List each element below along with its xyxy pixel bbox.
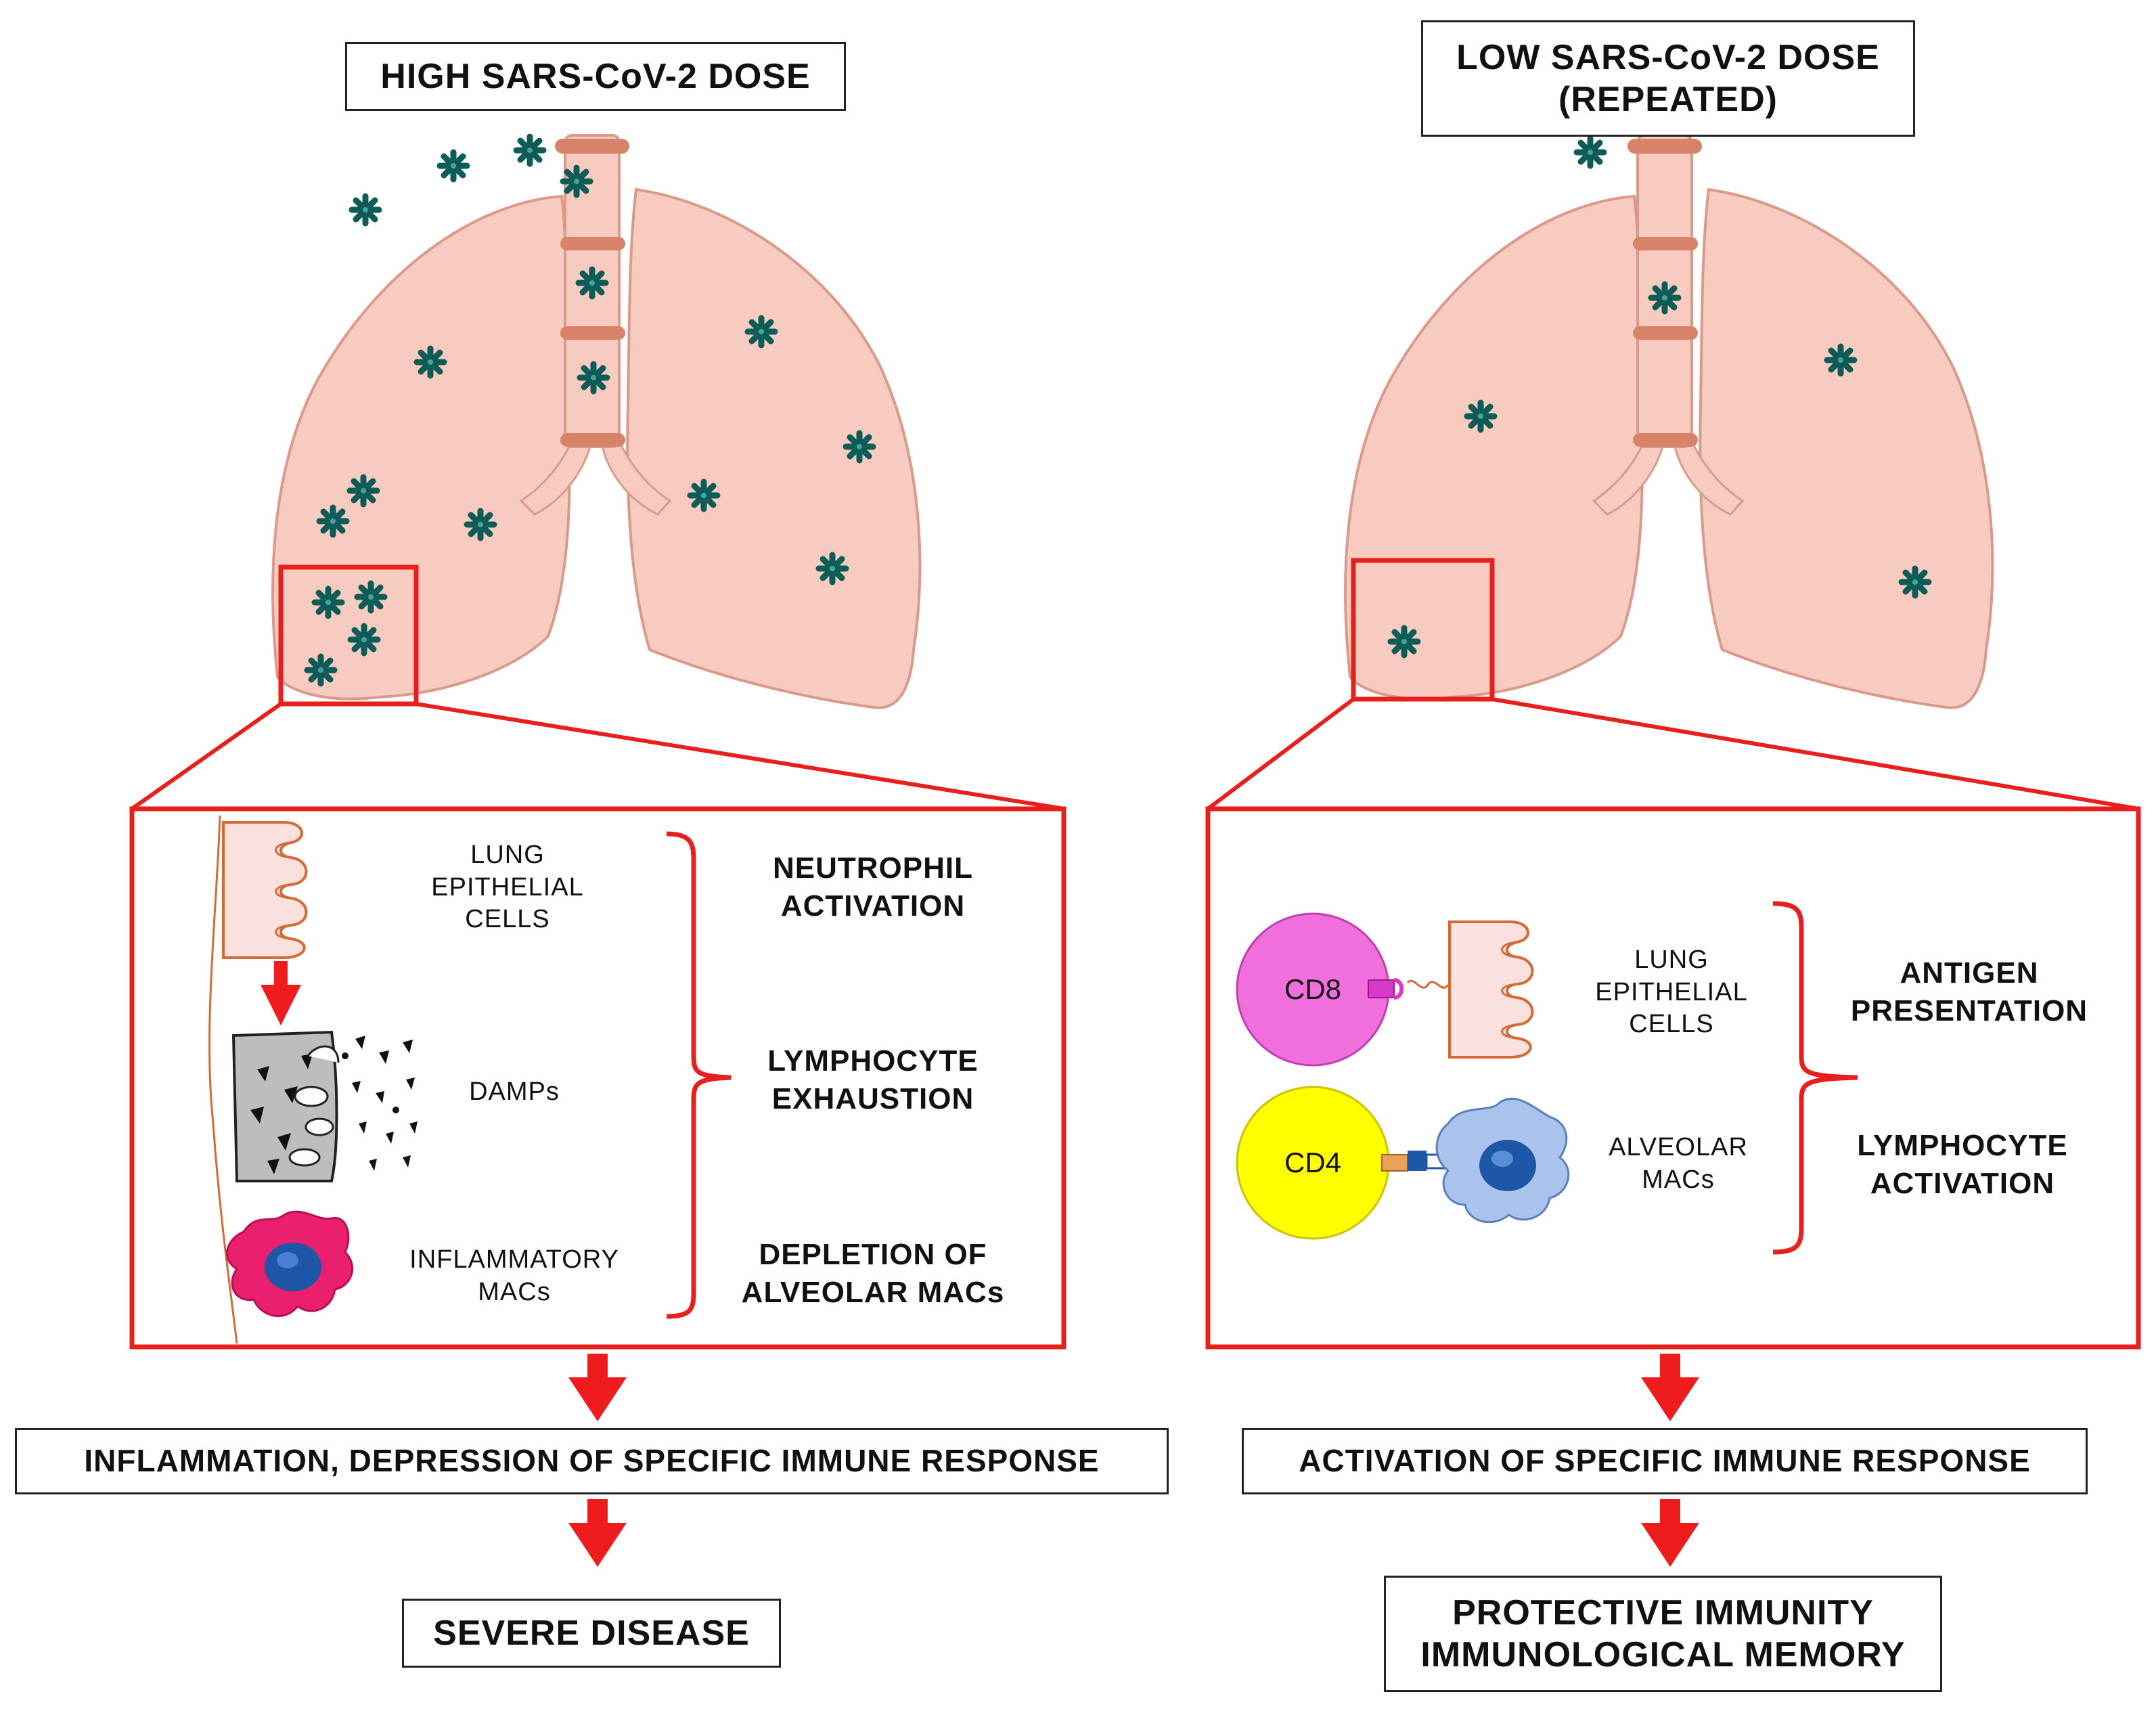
right-outcome-response: ACTIVATION OF SPECIFIC IMMUNE RESPONSE [1242,1428,2088,1494]
right-effect-2: LYMPHOCYTE ACTIVATION [1857,1129,2068,1201]
arrow-down-icon [1641,1499,1699,1567]
t-cell-icon [1236,912,1450,1067]
right-zoom-region [1351,558,1495,702]
macrophage-icon [226,1210,354,1317]
right-outcome-immunity: PROTECTIVE IMMUNITY IMMUNOLOGICAL MEMORY [1384,1576,1942,1692]
left-effect-3: DEPLETION OF ALVEOLAR MACs [741,1238,1005,1310]
right-macs-label: ALVEOLAR MACs [1609,1133,1748,1194]
left-effect-1: NEUTROPHIL ACTIVATION [773,851,973,923]
arrow-down-icon [1641,1354,1699,1421]
right-detail-box [1205,806,2141,1350]
arrow-down-icon [568,1499,627,1567]
left-damps-label: DAMPs [469,1077,560,1106]
necrotic-cell-icon [231,1030,418,1182]
arrow-down-icon [261,961,301,1025]
left-effect-2: LYMPHOCYTE EXHAUSTION [767,1044,979,1116]
right-effect-1: ANTIGEN PRESENTATION [1850,956,2088,1028]
macrophage-icon [1435,1097,1570,1224]
right-epithelial-label: LUNG EPITHELIAL CELLS [1595,946,1748,1038]
arrow-down-icon [568,1354,627,1421]
left-zoom-region [278,564,419,707]
left-outcome-disease: SEVERE DISEASE [402,1599,781,1668]
cd8-label: CD8 [1284,973,1342,1005]
left-outcome-response: INFLAMMATION, DEPRESSION OF SPECIFIC IMM… [15,1428,1169,1494]
left-lungs [271,134,922,709]
right-panel-title: LOW SARS-CoV-2 DOSE (REPEATED) [1421,20,1915,137]
left-macs-label: INFLAMMATORY MACs [409,1245,619,1306]
right-lungs [1344,134,1994,709]
left-panel-title: HIGH SARS-CoV-2 DOSE [345,42,846,111]
left-epithelial-label: LUNG EPITHELIAL CELLS [431,841,584,933]
cd4-label: CD4 [1284,1147,1342,1178]
